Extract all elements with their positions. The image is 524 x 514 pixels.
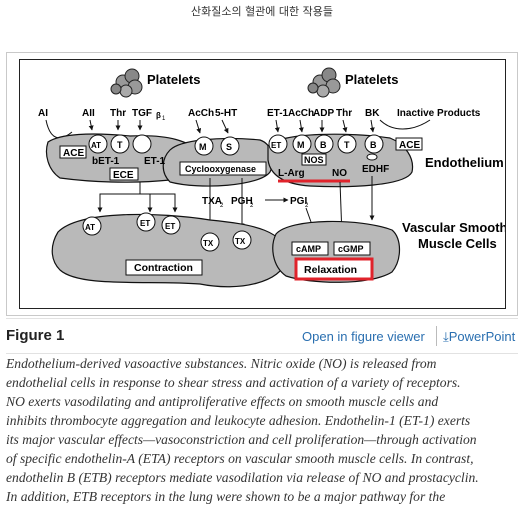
page-header: 산화질소의 혈관에 대한 작용들 [190, 5, 334, 18]
receptor-tx-bottom-1: TX [203, 239, 214, 248]
bet1-label: bET-1 [92, 156, 120, 167]
txa-sub: 2 [220, 203, 224, 209]
cyclooxygenase-box [179, 161, 267, 176]
receptor-at1-bottom: AT [85, 223, 95, 232]
ace-right: ACE [399, 140, 420, 151]
receptor-etb-top: ET [271, 141, 281, 150]
endothelium-diagram-svg: Platelets Platelets AI AII Thr TGF β 1 A… [38, 67, 505, 288]
agonist-et1: ET-1 [267, 108, 289, 119]
powerpoint-download-link[interactable]: ⤓PowerPoint [443, 329, 515, 345]
ece-box [109, 167, 139, 181]
receptor-s1-top: S [226, 142, 232, 152]
agonist-beta-symbol: β [156, 111, 161, 120]
no-label: NO [332, 168, 347, 179]
receptor-t2-top: T [344, 140, 350, 150]
agonist-beta-sub: 1 [162, 116, 166, 122]
relaxation-label: Relaxation [304, 264, 357, 276]
toolbar-divider [436, 326, 437, 346]
agonist-bk: BK [365, 108, 380, 119]
platelets-icon-right [307, 67, 341, 98]
caption-line: endothelin B (ETB) receptors mediate vas… [6, 470, 479, 485]
vsmc-label-1: Vascular Smooth [402, 220, 505, 235]
agonist-aii: AII [82, 108, 95, 119]
pgi-label: PGI [290, 196, 307, 207]
agonist-acch: AcCh [188, 108, 214, 119]
receptor-b2-top: B [320, 140, 327, 150]
receptor-tx-bottom-2: TX [235, 237, 246, 246]
vsmc-label-2: Muscle Cells [418, 236, 497, 251]
caption-line: of specific endothelin-A (ETA) receptors… [6, 451, 474, 466]
et1-label: ET-1 [144, 156, 166, 167]
txa-label: TXA [202, 196, 222, 207]
agonist-ai: AI [38, 108, 48, 119]
nos-box [301, 153, 327, 166]
receptor-etb-bottom: ET [165, 222, 175, 231]
platelets-label-right: Platelets [345, 72, 398, 87]
contraction-box [125, 259, 203, 276]
pgh-sub: 2 [250, 203, 254, 209]
receptor-t-top: T [117, 140, 123, 150]
ace-box-left [59, 145, 87, 159]
agonist-thr-2: Thr [336, 108, 352, 119]
edhf-label: EDHF [362, 164, 389, 175]
caption-line: NO exerts vasodilating and antiprolifera… [6, 394, 439, 409]
contraction-label: Contraction [134, 262, 193, 274]
caption-line: In addition, ETB receptors in the lung w… [6, 489, 446, 504]
endothelium-label: Endothelium [425, 155, 504, 170]
agonist-acch-2: AcCh [288, 108, 314, 119]
receptor-b2b-top: B [370, 140, 377, 150]
receptor-eta-bottom: ET [140, 219, 150, 228]
platelets-icon-left [110, 68, 143, 98]
relaxation-highlight-box [294, 257, 374, 281]
powerpoint-label: PowerPoint [448, 329, 516, 344]
agonist-tgf: TGF [132, 108, 152, 119]
figure-caption: Endothelium-derived vasoactive substance… [6, 354, 518, 506]
ece-label: ECE [113, 170, 134, 181]
cyclooxygenase-label: Cyclooxygenase [185, 164, 256, 174]
caption-line: its major vascular effects—vasoconstrict… [6, 432, 477, 447]
open-in-figure-viewer-link[interactable]: Open in figure viewer [302, 329, 425, 344]
caption-line: inhibits thrombocyte aggregation and leu… [6, 413, 471, 428]
receptor-m2-top: M [297, 140, 305, 150]
pgi-sub: 2 [305, 203, 309, 209]
inactive-products-label: Inactive Products [397, 108, 481, 119]
receptor-at1-top: AT [91, 141, 101, 150]
agonist-thr: Thr [110, 108, 126, 119]
caption-line: Endothelium-derived vasoactive substance… [6, 356, 437, 371]
platelets-label-left: Platelets [147, 72, 200, 87]
receptor-tgf-top [132, 134, 152, 154]
nos-label: NOS [304, 155, 324, 165]
camp-label: cAMP [296, 244, 321, 254]
figure-diagram: Platelets Platelets AI AII Thr TGF β 1 A… [19, 59, 506, 309]
larg-label: L-Arg [278, 168, 305, 179]
caption-line: endothelial cells in response to shear s… [6, 375, 461, 390]
agonist-adp: ADP [313, 108, 334, 119]
cgmp-box [333, 241, 371, 256]
agonist-5ht: 5-HT [215, 108, 237, 119]
receptor-m-top: M [199, 142, 207, 152]
camp-box [291, 241, 329, 256]
cgmp-label: cGMP [338, 244, 364, 254]
ace-left: ACE [63, 148, 84, 159]
figure-title: Figure 1 [6, 327, 65, 344]
ace-box-right [395, 137, 423, 151]
figure-toolbar: Figure 1 Open in figure viewer ⤓PowerPoi… [6, 318, 518, 354]
download-icon: ⤓ [443, 329, 449, 344]
figure-frame[interactable]: Platelets Platelets AI AII Thr TGF β 1 A… [6, 52, 518, 316]
